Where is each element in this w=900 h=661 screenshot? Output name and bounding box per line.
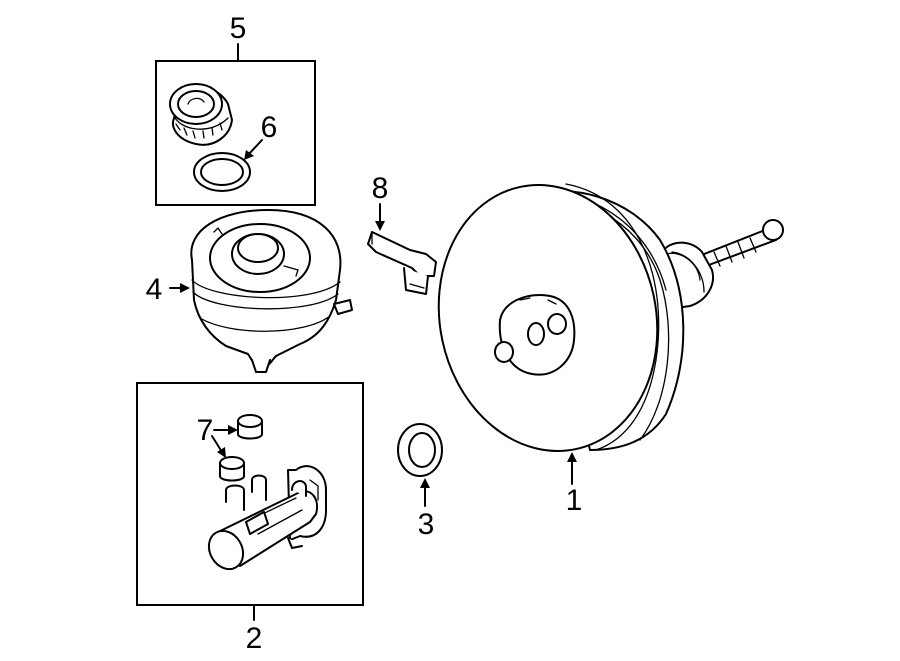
brake-booster	[437, 183, 784, 452]
callout-1: 1	[566, 484, 583, 517]
master-cylinder	[207, 465, 327, 571]
reservoir-grommet-lower	[219, 456, 245, 482]
cap-seal-ring	[193, 152, 251, 192]
vacuum-sensor	[367, 231, 437, 295]
callout-5: 5	[230, 12, 247, 45]
callout-8: 8	[372, 172, 389, 205]
callout-3: 3	[418, 508, 435, 541]
group-box-2	[136, 382, 364, 606]
booster-seal	[397, 423, 443, 477]
fluid-reservoir	[190, 209, 353, 373]
callout-6: 6	[261, 111, 278, 144]
callout-2: 2	[246, 622, 263, 655]
reservoir-cap-group: 5 6	[155, 12, 316, 206]
reservoir-grommet-upper	[237, 414, 263, 440]
master-cylinder-group: 2 7	[136, 382, 364, 655]
callout-7: 7	[197, 414, 214, 447]
reservoir-cap	[169, 83, 233, 146]
callout-4: 4	[146, 273, 163, 306]
group-box-5	[155, 60, 316, 206]
